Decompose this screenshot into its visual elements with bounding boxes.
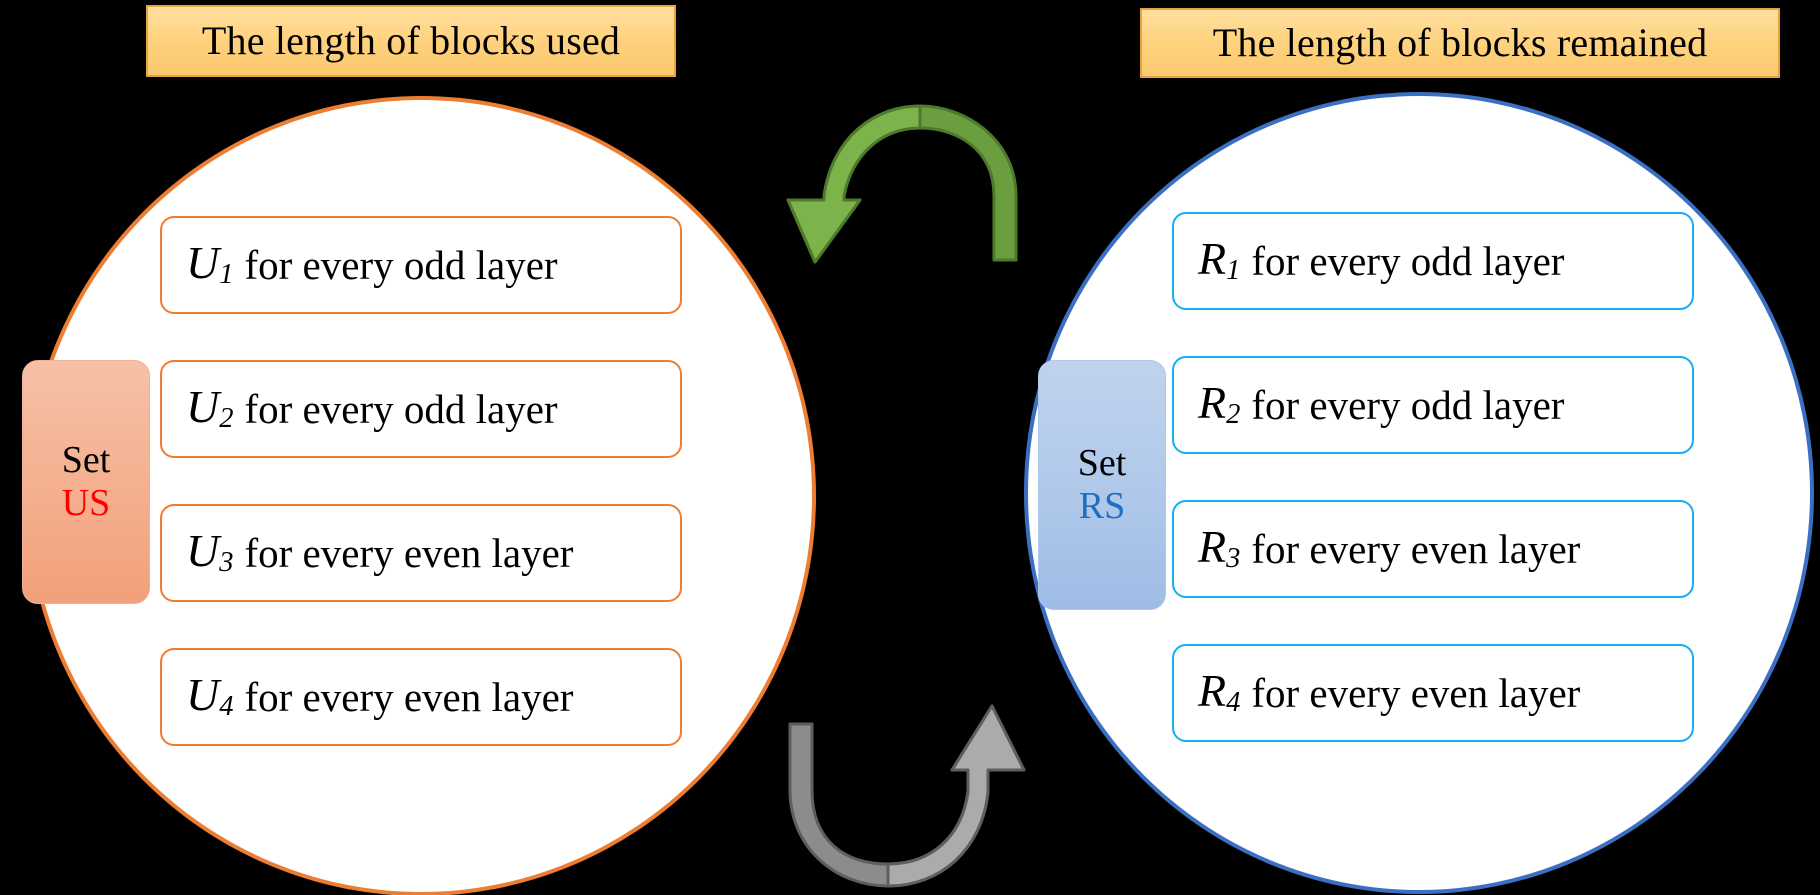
item-label: for every odd layer xyxy=(244,241,558,288)
set-rs-badge: Set RS xyxy=(1038,360,1166,610)
item-symbol: R2 xyxy=(1198,377,1241,431)
arc-arrow-right-to-left-icon xyxy=(786,104,1018,264)
item-label: for every odd layer xyxy=(1251,381,1565,428)
item-label: for every odd layer xyxy=(244,385,558,432)
set-us-code: US xyxy=(61,482,111,524)
right-title-banner: The length of blocks remained xyxy=(1140,8,1780,78)
list-item: R3 for every even layer xyxy=(1172,500,1694,598)
set-us-badge: Set US xyxy=(22,360,150,604)
item-label: for every even layer xyxy=(1251,669,1581,716)
item-label: for every even layer xyxy=(244,673,574,720)
list-item: U4 for every even layer xyxy=(160,648,682,746)
item-symbol: U3 xyxy=(186,525,234,579)
list-item: U1 for every odd layer xyxy=(160,216,682,314)
item-symbol: R3 xyxy=(1198,521,1241,575)
list-item: R1 for every odd layer xyxy=(1172,212,1694,310)
item-label: for every odd layer xyxy=(1251,237,1565,284)
left-title-banner: The length of blocks used xyxy=(146,5,676,77)
item-symbol: U1 xyxy=(186,237,234,291)
item-label: for every even layer xyxy=(244,529,574,576)
item-symbol: R1 xyxy=(1198,233,1241,287)
list-item: U2 for every odd layer xyxy=(160,360,682,458)
item-label: for every even layer xyxy=(1251,525,1581,572)
set-us-label: Set xyxy=(61,439,111,482)
list-item: R2 for every odd layer xyxy=(1172,356,1694,454)
set-rs-label: Set xyxy=(1077,442,1127,485)
item-symbol: R4 xyxy=(1198,665,1241,719)
arc-arrow-left-to-right-icon xyxy=(788,704,1026,888)
item-symbol: U4 xyxy=(186,669,234,723)
item-symbol: U2 xyxy=(186,381,234,435)
list-item: R4 for every even layer xyxy=(1172,644,1694,742)
list-item: U3 for every even layer xyxy=(160,504,682,602)
set-rs-code: RS xyxy=(1078,485,1126,527)
